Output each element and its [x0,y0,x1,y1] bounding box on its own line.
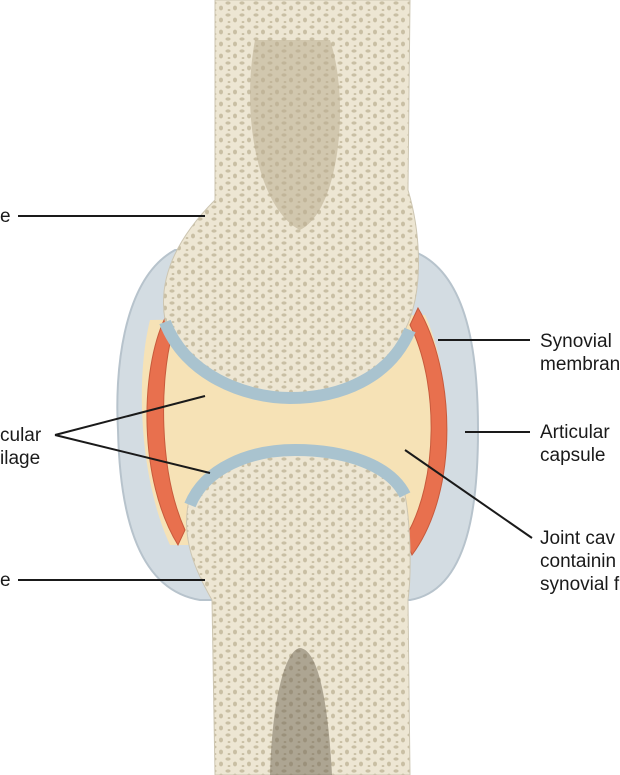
leader-lines [18,215,533,581]
label-cavity-line2: containin [540,551,617,572]
label-capsule-line1: Articular [540,422,610,443]
synovial-membrane-left [146,316,186,547]
lower-cartilage [184,443,411,508]
label-synovial-line2: membran [540,354,620,375]
label-capsule-line2: capsule [540,445,606,466]
label-bone-top: e [0,206,11,227]
label-cartilage-line2: ilage [0,448,41,469]
label-cavity-line3: synovial f [540,574,620,595]
label-cartilage-line1: cular [0,425,42,446]
label-synovial-line1: Synovial [540,331,612,352]
upper-cartilage [159,319,416,405]
label-bone-bottom: e [0,570,11,591]
label-cavity-line1: Joint cav [540,528,615,549]
